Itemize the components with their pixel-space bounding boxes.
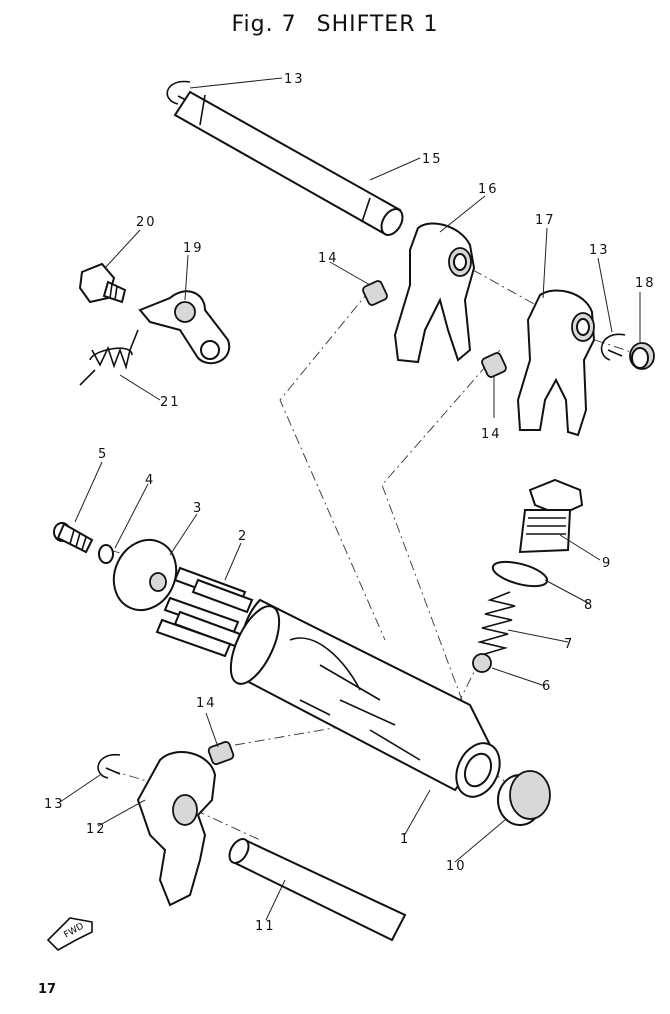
callout-4: 4 — [145, 473, 155, 488]
callout-2: 2 — [238, 529, 248, 544]
callout-8: 8 — [584, 598, 594, 613]
guide-pin-14-top — [362, 280, 388, 306]
guide-pin-14-lower — [207, 741, 235, 765]
shift-fork-16 — [393, 222, 476, 364]
gasket-8 — [491, 560, 549, 588]
callout-12: 12 — [86, 822, 107, 837]
callout-15: 15 — [422, 152, 443, 167]
callout-14-top: 14 — [318, 251, 339, 266]
callout-17: 17 — [535, 213, 556, 228]
callout-20: 20 — [136, 215, 157, 230]
callout-13-top: 13 — [284, 72, 305, 87]
figure-title: Fig. 7 SHIFTER 1 — [0, 12, 670, 37]
callout-6: 6 — [542, 679, 552, 694]
stopper-lever-19 — [138, 290, 231, 365]
callout-14-right: 14 — [481, 427, 502, 442]
callout-1: 1 — [400, 832, 410, 847]
guide-pin-14-right — [481, 352, 507, 378]
callout-21: 21 — [160, 395, 181, 410]
callout-18: 18 — [635, 276, 656, 291]
forward-arrow-icon: FWD — [46, 917, 93, 951]
callout-7: 7 — [564, 637, 574, 652]
figure-name: SHIFTER 1 — [316, 12, 439, 37]
callout-16: 16 — [478, 182, 499, 197]
callout-10: 10 — [446, 859, 467, 874]
plug-18 — [629, 342, 655, 370]
plug-bolt-9 — [518, 478, 584, 554]
circlip-13-right — [600, 333, 626, 361]
callout-9: 9 — [602, 556, 612, 571]
callout-13-lower: 13 — [44, 797, 65, 812]
cap-10 — [497, 770, 551, 826]
shift-fork-shaft-15 — [173, 90, 404, 236]
circlip-13-lower — [97, 754, 121, 779]
bolt-20 — [78, 262, 127, 304]
callout-14-lower: 14 — [196, 696, 217, 711]
segment-plate-3 — [112, 538, 178, 612]
ball-6 — [472, 653, 492, 673]
shift-fork-17 — [516, 289, 596, 437]
callout-19: 19 — [183, 241, 204, 256]
spring-7 — [476, 591, 516, 657]
callout-11: 11 — [255, 919, 276, 934]
lock-washer-4 — [98, 544, 114, 564]
callout-13-right: 13 — [589, 243, 610, 258]
callout-5: 5 — [98, 447, 108, 462]
screw-5 — [53, 522, 94, 554]
pins-2 — [155, 566, 254, 658]
shift-fork-shaft-11 — [228, 838, 407, 942]
page-number: 17 — [38, 982, 57, 997]
callout-labels: 13 15 16 17 13 18 14 14 20 19 21 5 4 3 2… — [44, 72, 656, 934]
shift-fork-12 — [136, 751, 217, 907]
figure-number: Fig. 7 — [231, 12, 297, 37]
shift-drum-1 — [229, 598, 501, 798]
callout-3: 3 — [193, 501, 203, 516]
leader-lines — [59, 77, 641, 921]
return-spring-21 — [79, 329, 139, 386]
